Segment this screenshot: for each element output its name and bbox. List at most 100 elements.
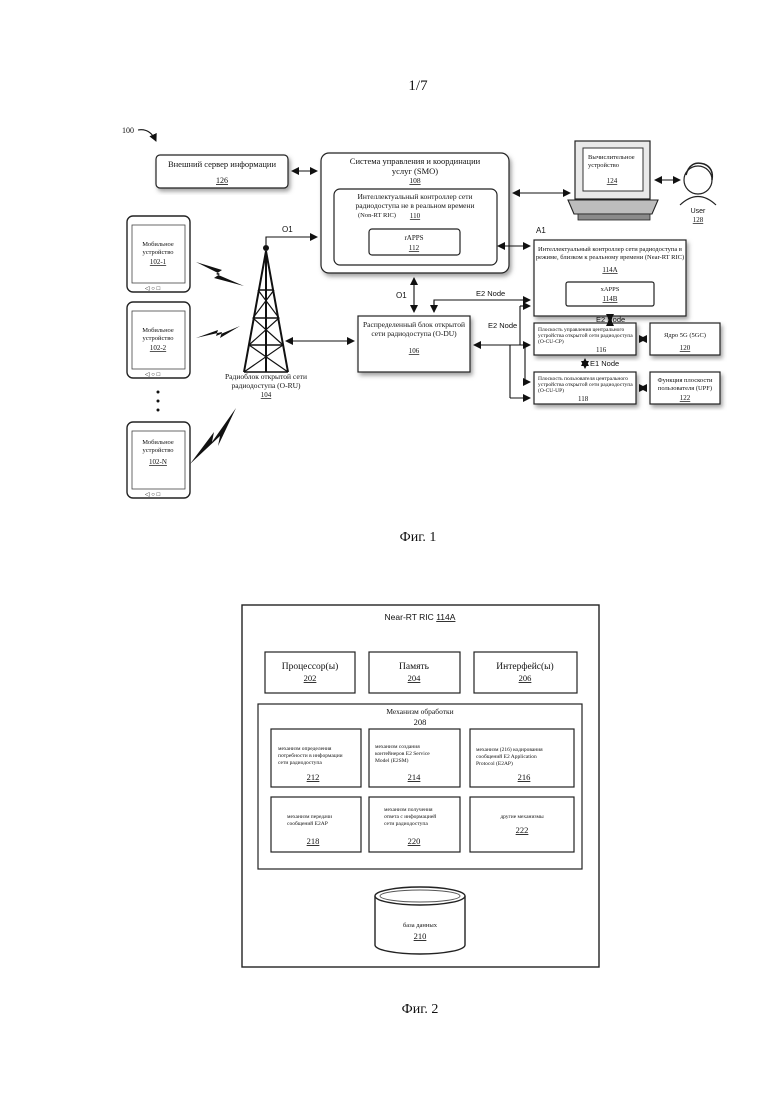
mobile-1-label-1: Мобильное: [142, 241, 174, 248]
oru-label-2: радиодоступа (O-RU): [232, 381, 302, 390]
external-server-box: Внешний сервер информации 126: [156, 155, 288, 188]
oru-ref: 104: [261, 391, 272, 399]
rapps-label: rAPPS: [404, 234, 423, 242]
e1-node-label: E1 Node: [590, 359, 619, 368]
figure-2: Near-RT RIC 114A Процессор(ы) 202 Память…: [242, 605, 599, 1017]
computer-device: Вычислительное устройство 124: [568, 141, 658, 220]
page-number: 1/7: [408, 78, 428, 94]
mechanism-216-box: механизм (216) кодирования сообщений E2 …: [470, 729, 574, 787]
e2-node-1-label: E2 Node: [476, 289, 505, 298]
non-rt-ric-label-2: радиодоступа не в реальном времени: [356, 201, 475, 210]
m220-ref: 220: [408, 836, 421, 846]
rapps-ref: 112: [409, 244, 420, 252]
xapps-label: xAPPS: [601, 286, 620, 293]
smo-ref: 108: [409, 176, 421, 185]
oru-tower-icon: [244, 245, 288, 372]
ocu-up-label-2: устройства открытой сети радиодоступа: [538, 381, 633, 388]
interface-ref: 206: [519, 673, 532, 683]
odu-box: Распределенный блок открытой сети радиод…: [358, 316, 470, 372]
processor-box: Процессор(ы) 202: [265, 652, 355, 693]
e2-node-odu-line: [434, 300, 530, 312]
smo-label-2: услуг (SMO): [392, 166, 438, 176]
mobile-1-ref: 102-1: [150, 258, 167, 266]
fig2-title: Near-RT RIC 114A: [385, 612, 456, 622]
m212-ref: 212: [307, 772, 320, 782]
computer-label-2: устройство: [588, 162, 619, 169]
m214-label-2: контейнеров E2 Service: [375, 750, 430, 757]
ocu-cp-label-3: (O-CU-CP): [538, 338, 564, 345]
computer-keyboard: [578, 214, 650, 220]
processor-ref: 202: [304, 673, 317, 683]
mechanism-218-box: механизм передачи сообщений E2AP 218: [271, 797, 361, 852]
mechanism-220-box: механизм получения ответа с информацией …: [369, 797, 460, 852]
rapps-box: rAPPS 112: [369, 229, 460, 255]
mobile-n-label-2: устройство: [142, 447, 173, 454]
fig2-title-label: Near-RT RIC: [385, 612, 434, 622]
mobile-1-label-2: устройство: [142, 249, 173, 256]
svg-text:◁ ○ □: ◁ ○ □: [145, 492, 161, 498]
database-ref: 210: [414, 931, 427, 941]
svg-text:◁ ○ □: ◁ ○ □: [145, 372, 161, 378]
computer-label-1: Вычислительное: [588, 154, 635, 161]
ocu-cp-box: Плоскость управления центрального устрой…: [534, 323, 636, 355]
a1-label: A1: [536, 226, 546, 235]
oru-label-1: Радиоблок открытой сети: [225, 372, 307, 381]
m212-label-1: механизм определения: [278, 746, 332, 752]
core-5g-ref: 120: [680, 344, 691, 352]
memory-ref: 204: [408, 673, 422, 683]
mechanism-214-box: механизм создания контейнеров E2 Service…: [369, 729, 460, 787]
e2-node-3-label: E2 Node: [596, 315, 625, 324]
external-server-label: Внешний сервер информации: [168, 159, 276, 169]
mobile-2-label-1: Мобильное: [142, 327, 174, 334]
user-label: User: [691, 208, 706, 215]
o1-top-label: O1: [282, 225, 293, 234]
smo-label-1: Система управления и координации: [350, 156, 481, 166]
non-rt-ric-label-1: Интеллектуальный контроллер сети: [357, 192, 472, 201]
interface-box: Интерфейс(ы) 206: [474, 652, 577, 693]
core-5g-box: Ядро 5G (5GC) 120: [650, 323, 720, 355]
mobile-2-label-2: устройство: [142, 335, 173, 342]
computer-ref: 124: [607, 177, 618, 185]
svg-text:◁ ○ □: ◁ ○ □: [145, 286, 161, 292]
upf-label-2: пользователя (UPF): [658, 385, 712, 392]
mechanism-222-box: другие механизмы 222: [470, 797, 574, 852]
computer-base: [568, 200, 658, 214]
mechanisms-ref: 208: [414, 717, 427, 727]
processor-label: Процессор(ы): [282, 661, 339, 672]
mechanisms-label: Механизм обработки: [386, 707, 453, 716]
odu-label-2: сети радиодоступа (O-DU): [371, 329, 457, 338]
core-5g-label: Ядро 5G (5GC): [664, 332, 706, 339]
wireless-bolt-3: [190, 408, 236, 464]
user-ref: 128: [693, 216, 704, 224]
m220-label-2: ответа с информацией: [384, 813, 436, 820]
upf-box: Функция плоскости пользователя (UPF) 122: [650, 372, 720, 404]
m212-label-2: потребности в информации: [278, 752, 343, 759]
mobile-device-1: Мобильное устройство 102-1 ◁ ○ □: [127, 216, 190, 292]
m218-label-1: механизм передачи: [287, 814, 332, 820]
wireless-bolt-1: [196, 262, 244, 286]
mobile-n-label-1: Мобильное: [142, 439, 174, 446]
ref-100-arrow: [138, 130, 156, 141]
near-rt-ric-ref: 114A: [602, 266, 617, 274]
external-server-ref: 126: [216, 176, 228, 185]
m218-label-2: сообщений E2AP: [287, 820, 328, 827]
m214-label-1: механизм создания: [375, 744, 420, 750]
odu-label-1: Распределенный блок открытой: [363, 320, 465, 329]
m222-label: другие механизмы: [500, 814, 544, 820]
m214-label-3: Model (E2SM): [375, 757, 409, 764]
mobile-device-n: Мобильное устройство 102-N ◁ ○ □: [127, 422, 190, 498]
m222-ref: 222: [516, 825, 529, 835]
ocu-cp-ref: 116: [596, 346, 607, 354]
m220-label-1: механизм получения: [384, 807, 433, 813]
xapps-ref: 114B: [603, 295, 618, 303]
near-rt-ric-label-2: режиме, близком к реальному времени (Nea…: [536, 254, 684, 261]
figure-1: 100 Внешний сервер информации 126 Систем…: [122, 126, 720, 545]
ocu-cp-label-2: устройства открытой сети радиодоступа: [538, 332, 633, 339]
m216-label-3: Protocol (E2AP): [476, 760, 513, 767]
wireless-bolt-2: [196, 326, 240, 338]
memory-label: Память: [399, 662, 430, 672]
database-label: база данных: [403, 922, 438, 929]
upf-label-1: Функция плоскости: [657, 377, 713, 384]
figure-1-caption: Фиг. 1: [400, 530, 437, 545]
